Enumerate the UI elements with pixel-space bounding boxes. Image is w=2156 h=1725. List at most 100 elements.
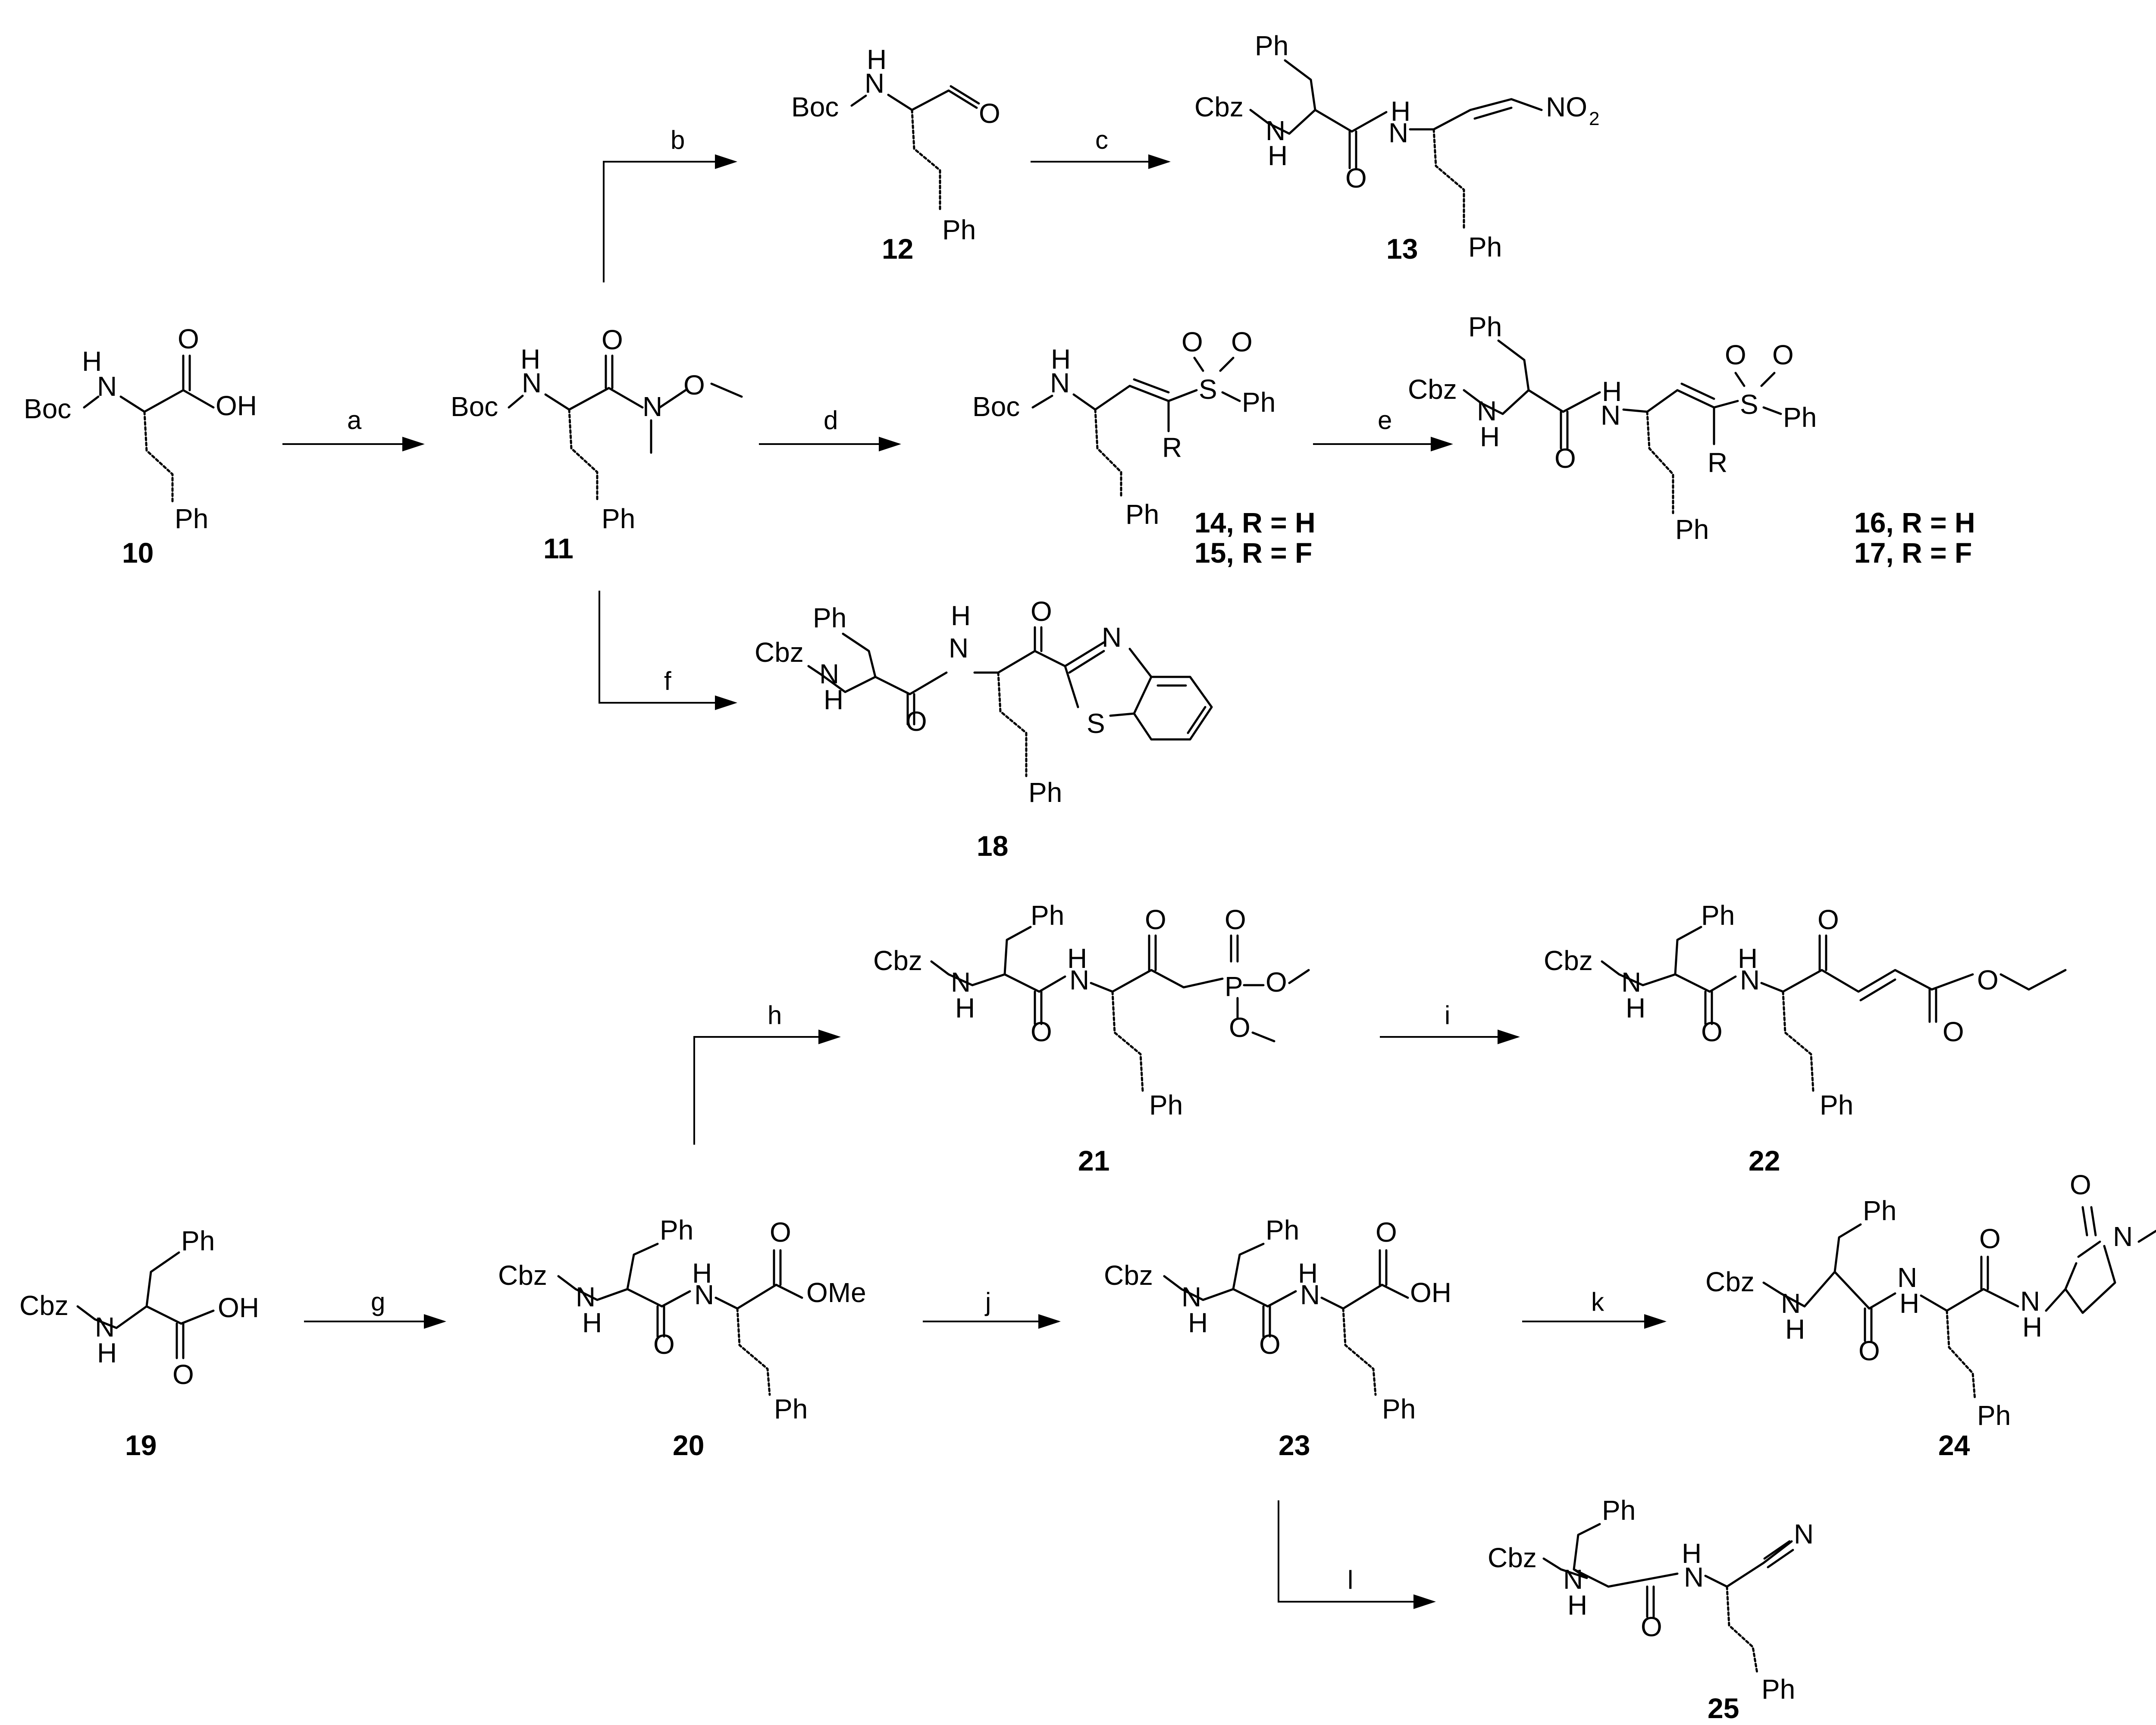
- atom-label: N: [1300, 1279, 1320, 1310]
- atom-label: N: [1897, 1262, 1917, 1293]
- compound-12: Boc N H O Ph 12: [791, 44, 1000, 265]
- atom-label: O: [178, 323, 199, 354]
- atom-label: Ph: [774, 1393, 808, 1424]
- atom-label: S: [1087, 708, 1105, 739]
- compound-number: 16, R = H: [1854, 507, 1975, 538]
- condition-label: k: [1591, 1287, 1604, 1316]
- atom-label: Ph: [1701, 900, 1735, 931]
- condition-label: d: [824, 406, 838, 435]
- atom-label: Boc: [451, 391, 498, 422]
- compound-20: Ph Cbz N H O H N O OMe Ph 20: [498, 1215, 866, 1461]
- atom-label: Ph: [1602, 1495, 1636, 1526]
- condition-label: i: [1445, 1001, 1450, 1030]
- compound-18: Ph Cbz N H O H N O N S Ph 18: [755, 596, 1213, 862]
- atom-label: H: [1268, 140, 1288, 171]
- atom-label: Ph: [1977, 1400, 2011, 1431]
- compound-number: 10: [122, 537, 154, 569]
- atom-label: P: [1225, 971, 1243, 1002]
- atom-label: O: [1225, 904, 1246, 935]
- atom-label: Ph: [942, 214, 976, 245]
- atom-label: H: [520, 344, 540, 375]
- atom-label: N: [1102, 622, 1122, 653]
- atom-label: O: [1231, 326, 1253, 357]
- arrow-l: l: [1278, 1500, 1436, 1609]
- atom-label: H: [1067, 943, 1087, 974]
- compound-14-15: Boc N H S O O Ph R Ph 14, R = H 15, R = …: [972, 326, 1316, 569]
- atom-label: Ph: [181, 1225, 215, 1256]
- atom-label: Boc: [791, 91, 839, 122]
- atom-label: Ph: [1125, 499, 1159, 530]
- arrow-i: i: [1380, 1001, 1520, 1044]
- atom-label: O: [2070, 1169, 2091, 1200]
- atom-label: Ph: [1468, 232, 1502, 263]
- condition-label: l: [1348, 1565, 1353, 1594]
- condition-label: f: [664, 667, 671, 695]
- condition-label: j: [984, 1287, 991, 1316]
- atom-subscript: 2: [1589, 108, 1599, 129]
- condition-label: g: [371, 1287, 385, 1316]
- atom-label: O: [1772, 339, 1794, 370]
- atom-label: Ph: [175, 503, 208, 534]
- atom-label: OH: [216, 390, 257, 421]
- atom-label: O: [602, 324, 623, 355]
- compound-24: Ph Cbz N H O N H O N H O N Ph Ph 24: [1705, 1169, 2156, 1461]
- atom-label: Ph: [1242, 387, 1275, 418]
- atom-label: Cbz: [1194, 91, 1244, 122]
- atom-label: N: [2020, 1286, 2040, 1317]
- arrow-h: h: [693, 1001, 841, 1145]
- atom-label: H: [1051, 344, 1071, 375]
- condition-label: c: [1095, 125, 1108, 154]
- compound-number: 14, R = H: [1194, 507, 1316, 538]
- atom-label: H: [1391, 96, 1410, 127]
- atom-label: OH: [218, 1292, 259, 1323]
- atom-label: H: [97, 1337, 117, 1368]
- arrow-e: e: [1313, 406, 1453, 451]
- compound-11: Boc N H O N O Ph 11: [451, 324, 743, 564]
- atom-label: Ph: [660, 1215, 693, 1246]
- atom-label: O: [1229, 1012, 1250, 1043]
- atom-label: O: [1145, 904, 1166, 935]
- arrow-f: f: [599, 591, 737, 710]
- compound-number: 12: [882, 233, 913, 265]
- atom-label: N: [522, 367, 542, 398]
- atom-label: H: [1602, 376, 1622, 407]
- atom-label: S: [1740, 389, 1758, 420]
- atom-label: O: [1725, 339, 1746, 370]
- atom-label: H: [82, 346, 102, 377]
- atom-label: S: [1199, 374, 1217, 405]
- atom-label: Cbz: [1488, 1542, 1537, 1573]
- atom-label: O: [172, 1359, 194, 1390]
- condition-label: e: [1378, 406, 1392, 435]
- compound-number: 11: [543, 532, 573, 564]
- atom-label: H: [1480, 421, 1500, 452]
- condition-label: b: [671, 125, 685, 154]
- atom-label: O: [979, 98, 1000, 129]
- compound-number: 23: [1279, 1429, 1310, 1461]
- compound-number: 15, R = F: [1194, 537, 1312, 569]
- compound-number: 13: [1386, 233, 1418, 265]
- atom-label: Ph: [1149, 1089, 1183, 1121]
- compound-23: Ph Cbz N H O H N O OH Ph 23: [1104, 1215, 1451, 1461]
- atom-label: H: [955, 992, 975, 1024]
- arrow-b: b: [603, 125, 737, 282]
- atom-label: Cbz: [1544, 945, 1593, 976]
- atom-label: N: [1684, 1562, 1704, 1593]
- arrow-k: k: [1522, 1287, 1667, 1329]
- atom-label: O: [1376, 1217, 1397, 1248]
- atom-label: H: [582, 1307, 602, 1338]
- atom-label: H: [1188, 1307, 1208, 1338]
- atom-label: H: [1785, 1314, 1805, 1345]
- atom-label: H: [1899, 1288, 1919, 1319]
- atom-label: Ph: [1031, 900, 1064, 931]
- atom-label: Ph: [813, 602, 846, 633]
- compound-number: 20: [673, 1429, 704, 1461]
- atom-label: Ph: [1820, 1089, 1853, 1121]
- compound-number: 21: [1078, 1145, 1109, 1177]
- atom-label: Ph: [602, 503, 635, 534]
- atom-label: N: [1388, 117, 1408, 148]
- atom-label: O: [1266, 967, 1287, 998]
- atom-label: NO: [1546, 91, 1587, 122]
- atom-label: N: [97, 371, 117, 402]
- atom-label: Cbz: [1705, 1266, 1755, 1297]
